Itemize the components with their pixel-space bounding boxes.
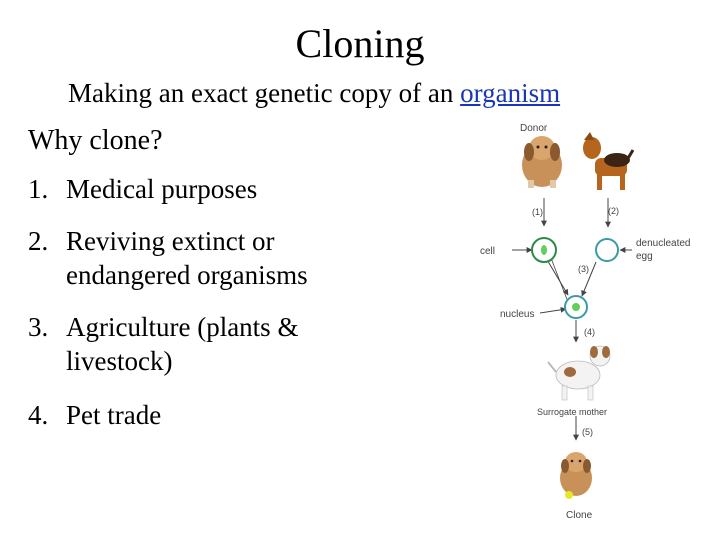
list-text: Agriculture (plants &livestock) [66,312,299,376]
clone-puppy-icon [560,452,592,499]
list-text: Medical purposes [66,174,258,204]
list-item-pet-trade: 4. Pet trade [28,398,161,432]
subtitle: Making an exact genetic copy of an organ… [68,76,560,110]
step-1-label: (1) [532,207,543,217]
list-item-agriculture: 3. Agriculture (plants &livestock) [28,310,298,378]
egg-label: egg [636,251,653,262]
list-text: Pet trade [66,400,162,430]
list-number: 4. [28,400,49,430]
donor-cell-icon [531,237,557,263]
cell-label: cell [480,246,495,257]
denucleated-egg-icon [595,238,619,262]
step-5-label: (5) [582,427,593,437]
nucleus-label: nucleus [500,309,534,320]
slide-title: Cloning [295,21,425,66]
denucleated-label: denucleated [636,238,691,249]
cloning-diagram: Donor (1) (2) cell denucleated egg (3) n… [480,123,691,521]
nucleus-egg-icon [564,295,588,319]
list-number: 2. [28,226,49,256]
organism-link[interactable]: organism [460,78,561,108]
step-4-label: (4) [584,327,595,337]
list-number: 1. [28,174,49,204]
surrogate-dog-icon [547,345,611,401]
donor-puppy-icon [522,136,562,188]
list-item-medical: 1. Medical purposes [28,172,257,206]
airedale-dog-icon [583,132,635,190]
step-3-label: (3) [578,264,589,274]
subtitle-text: Making an exact genetic copy of an [68,78,454,108]
donor-label: Donor [520,123,548,134]
list-number: 3. [28,312,49,342]
clone-label: Clone [566,510,593,521]
surrogate-label: Surrogate mother [537,407,607,417]
why-clone-heading: Why clone? [28,125,163,156]
step-2-label: (2) [608,206,619,216]
